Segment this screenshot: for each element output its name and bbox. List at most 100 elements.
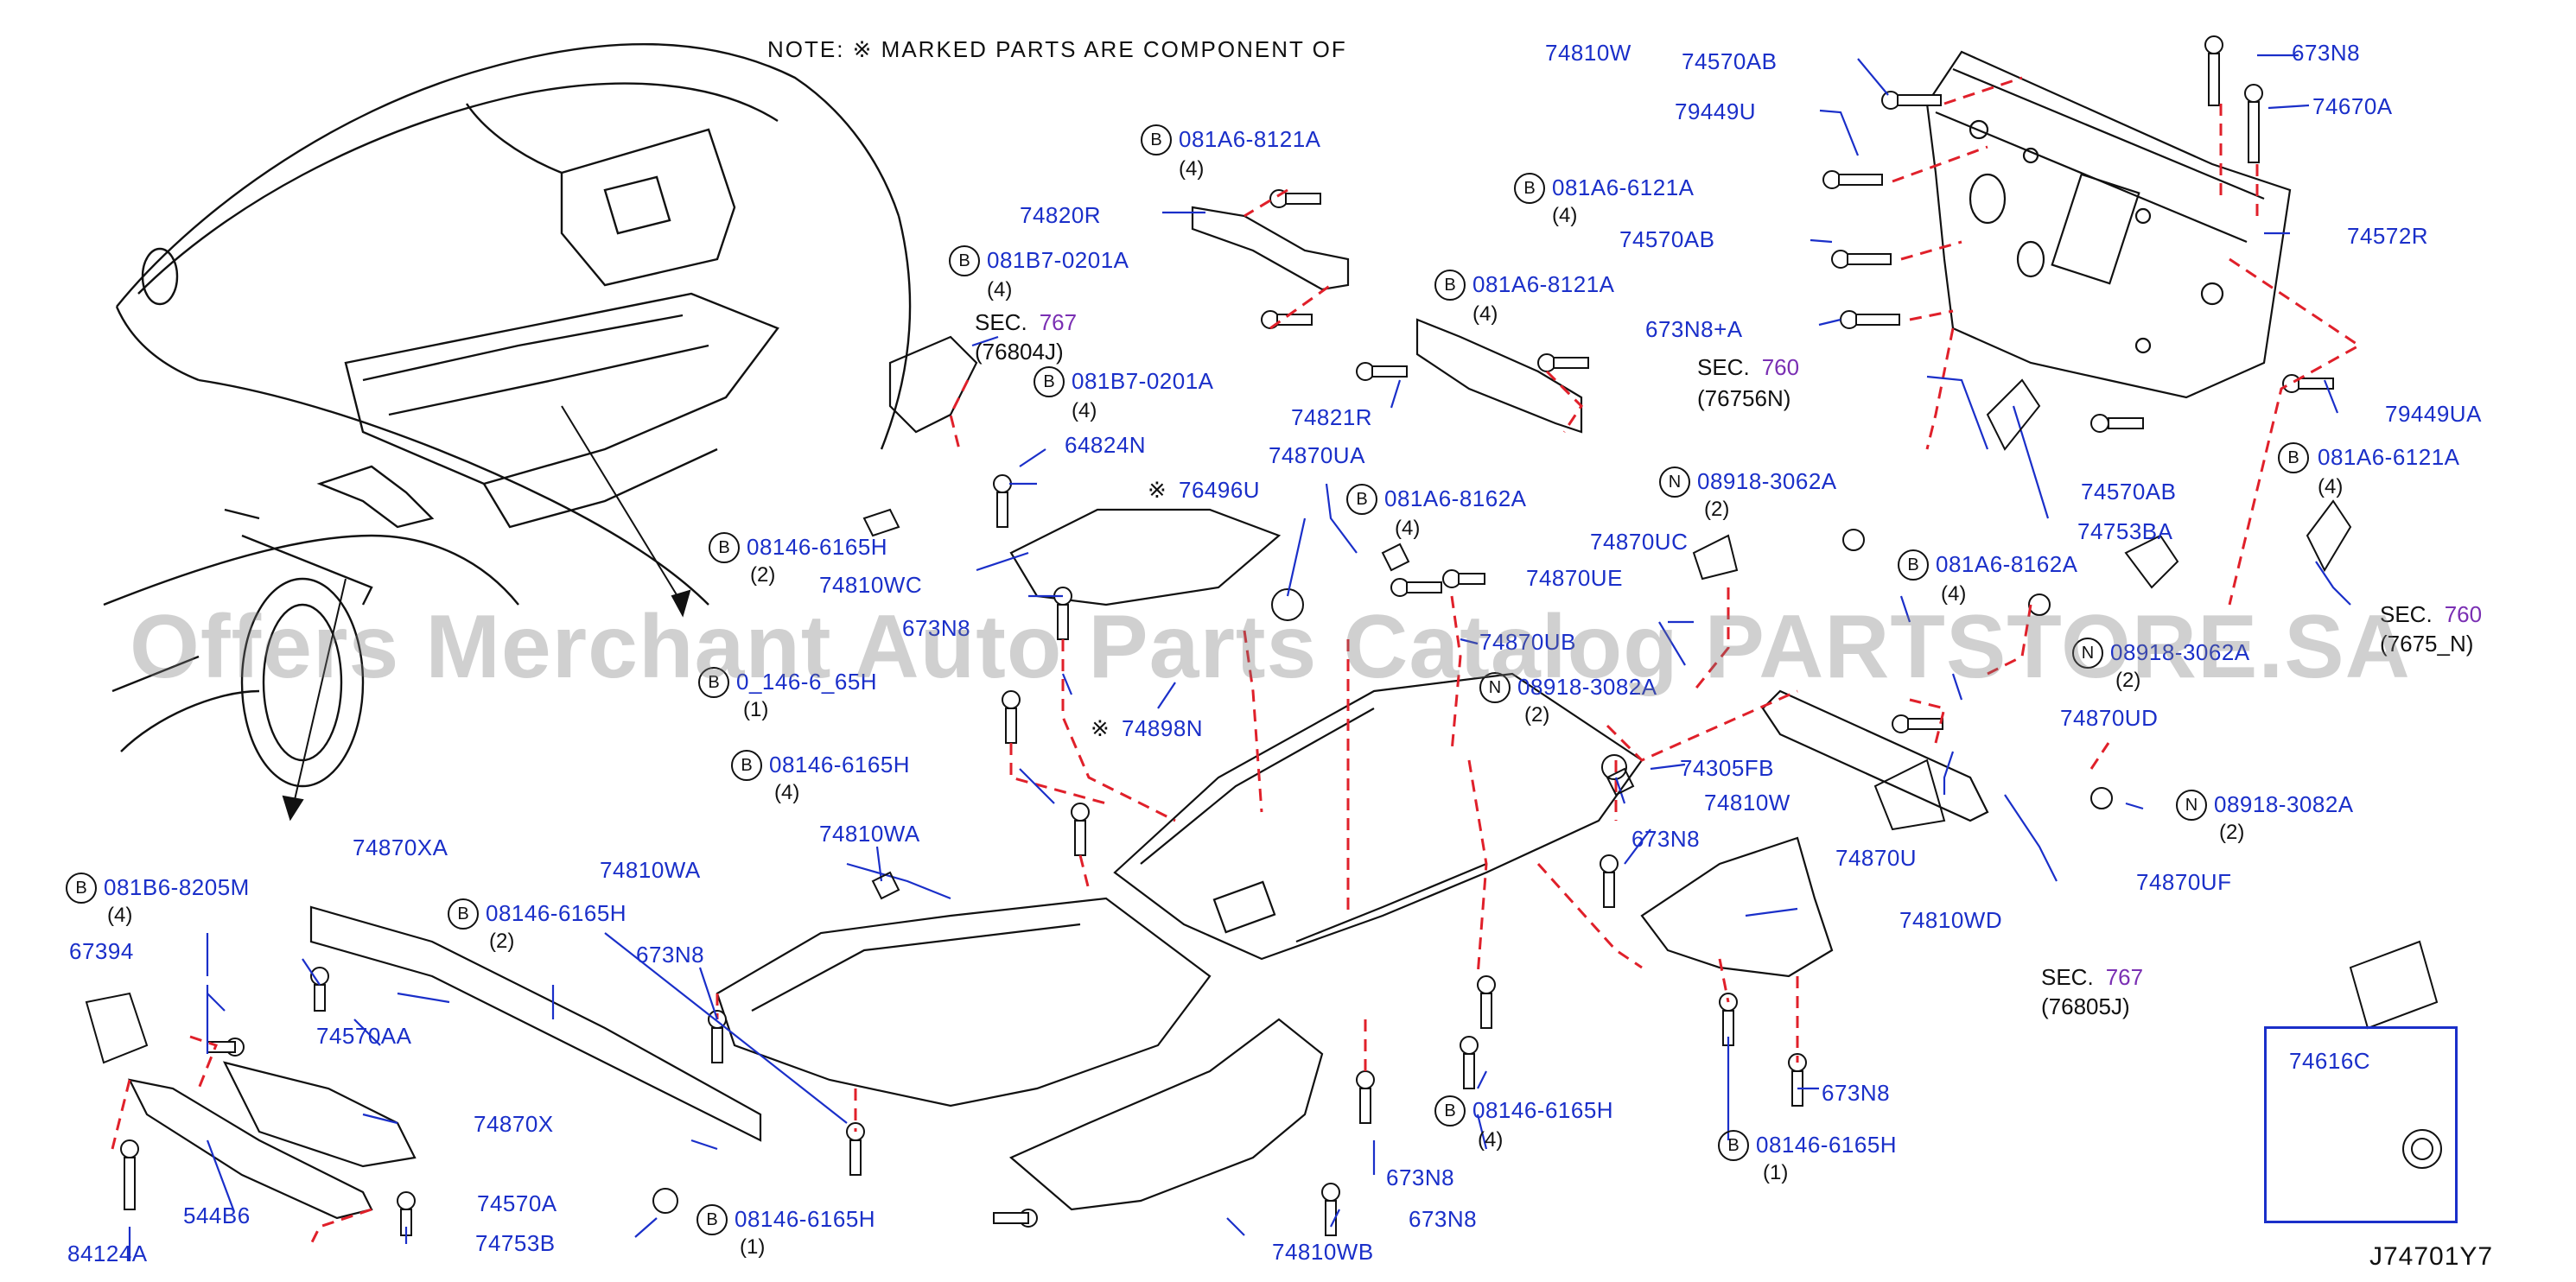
component-mark: ※ (1148, 477, 1167, 503)
part-label: 74616C (2289, 1048, 2371, 1074)
crossmember-74870U (1761, 689, 1989, 822)
undercover-74810WD (1640, 836, 1834, 978)
part-label: 08918-3082A (1517, 674, 1657, 700)
sec-label: SEC. (2380, 601, 2433, 627)
quantity: (2) (1704, 498, 1730, 521)
quantity: (4) (987, 278, 1013, 301)
cradle-plate (1925, 50, 2292, 399)
quantity: (4) (1395, 517, 1421, 540)
part-label: 673N8 (1822, 1080, 1891, 1106)
badge-b: B (1141, 124, 1172, 155)
assembly-dashed-lines (111, 76, 2362, 1245)
part-label: 79449U (1675, 98, 1757, 124)
part-label: 08146-6165H (769, 752, 911, 777)
quantity: (2) (1524, 703, 1550, 727)
quantity: (1) (1763, 1161, 1789, 1184)
part-label: 081A6-6121A (1552, 175, 1695, 200)
quantity: (4) (2318, 475, 2344, 498)
car-body-outline (103, 43, 912, 788)
quantity: (4) (1072, 399, 1097, 422)
badge-b: B (949, 245, 980, 276)
sec-label: SEC. (975, 309, 1027, 335)
part-label: 673N8 (636, 942, 705, 968)
quantity: (4) (1552, 204, 1578, 227)
watermark: Offers Merchant Auto Parts Catalog PARTS… (130, 597, 2411, 697)
badge-b: B (1898, 549, 1929, 581)
part-label: 74870UB (1479, 629, 1576, 655)
clips-and-nuts (85, 378, 2439, 1064)
part-label: 08918-3062A (2110, 639, 2250, 665)
badge-b: B (731, 750, 762, 781)
quantity: (4) (774, 781, 800, 804)
badge-b: B (1034, 366, 1065, 397)
part-label: 08146-6165H (1472, 1097, 1614, 1123)
section-ref: SEC.767 (975, 309, 1077, 335)
part-label: 74810WA (600, 857, 701, 883)
quantity: (2) (489, 930, 515, 953)
badge-b: B (66, 873, 97, 904)
quantity: (2) (2219, 821, 2245, 844)
part-label: 74870UD (2060, 705, 2159, 731)
badge-b: B (448, 898, 479, 930)
crossmember-544B6 (128, 1078, 373, 1220)
part-label: 081B6-8205M (104, 874, 250, 900)
detail-arrows (282, 405, 691, 822)
part-label: 0_146-6_65H (736, 669, 878, 695)
part-label: 74870UF (2136, 869, 2232, 895)
inset-box: 74616C (2264, 1026, 2458, 1223)
section-code: (76756N) (1697, 385, 1791, 411)
sec-label: SEC. (2041, 964, 2094, 990)
part-label: 74570A (477, 1190, 557, 1216)
part-label: 74870UA (1269, 442, 1365, 468)
undercover-74810WC (1009, 508, 1282, 606)
badge-b: B (1718, 1130, 1749, 1161)
part-label: 673N8 (1386, 1165, 1455, 1190)
section-ref: SEC.767 (2041, 964, 2143, 990)
part-label: 74870XA (353, 835, 448, 860)
part-label: 74821R (1291, 404, 1373, 430)
undercover-74810W (1113, 672, 1644, 961)
quantity: (4) (1179, 157, 1205, 181)
quantity: (4) (1478, 1128, 1504, 1152)
part-label: 84124A (67, 1241, 148, 1266)
badge-b: B (696, 1204, 728, 1235)
leader-lines (128, 54, 2351, 1261)
badge-b: B (1434, 1095, 1466, 1127)
badge-b: B (698, 667, 729, 698)
section-code: (7675_N) (2380, 631, 2474, 657)
diagram-code: J74701Y7 (2369, 1242, 2494, 1271)
section-ref: SEC.760 (1697, 354, 1799, 380)
bracket-74821R (1415, 318, 1583, 434)
part-label: 081B7-0201A (1072, 368, 1214, 394)
quantity: (2) (2115, 669, 2141, 692)
part-label: 74810WC (819, 572, 923, 598)
section-ref: SEC.760 (2380, 601, 2482, 627)
part-label: 081A6-8162A (1384, 486, 1527, 511)
part-label: 673N8 (2292, 40, 2361, 66)
badge-b: B (1514, 173, 1545, 204)
part-label: 08146-6165H (486, 900, 627, 926)
part-label: 081B7-0201A (987, 247, 1129, 273)
part-label: 74810W (1704, 790, 1790, 816)
quantity: (4) (107, 904, 133, 927)
part-label: 673N8+A (1645, 316, 1743, 342)
part-label: 74570AA (316, 1023, 412, 1049)
part-label: 544B6 (183, 1203, 251, 1228)
part-label: 74810WD (1899, 907, 2003, 933)
sec-number: 760 (1761, 354, 1800, 380)
part-label: 67394 (69, 938, 134, 964)
part-label: 08146-6165H (1756, 1132, 1898, 1158)
part-label: 673N8 (1631, 826, 1701, 852)
part-label: 74753B (475, 1230, 556, 1256)
part-label: 79449UA (2385, 401, 2482, 427)
bracket-76804J (888, 335, 978, 434)
part-label: 74572R (2347, 223, 2429, 249)
part-label: 74753BA (2077, 518, 2173, 544)
quantity: (4) (1472, 302, 1498, 326)
badge-n: N (1479, 672, 1511, 703)
badge-b: B (1434, 270, 1466, 301)
part-label: 74305FB (1680, 755, 1775, 781)
quantity: (4) (1941, 582, 1967, 606)
part-label: 74870X (474, 1111, 554, 1137)
